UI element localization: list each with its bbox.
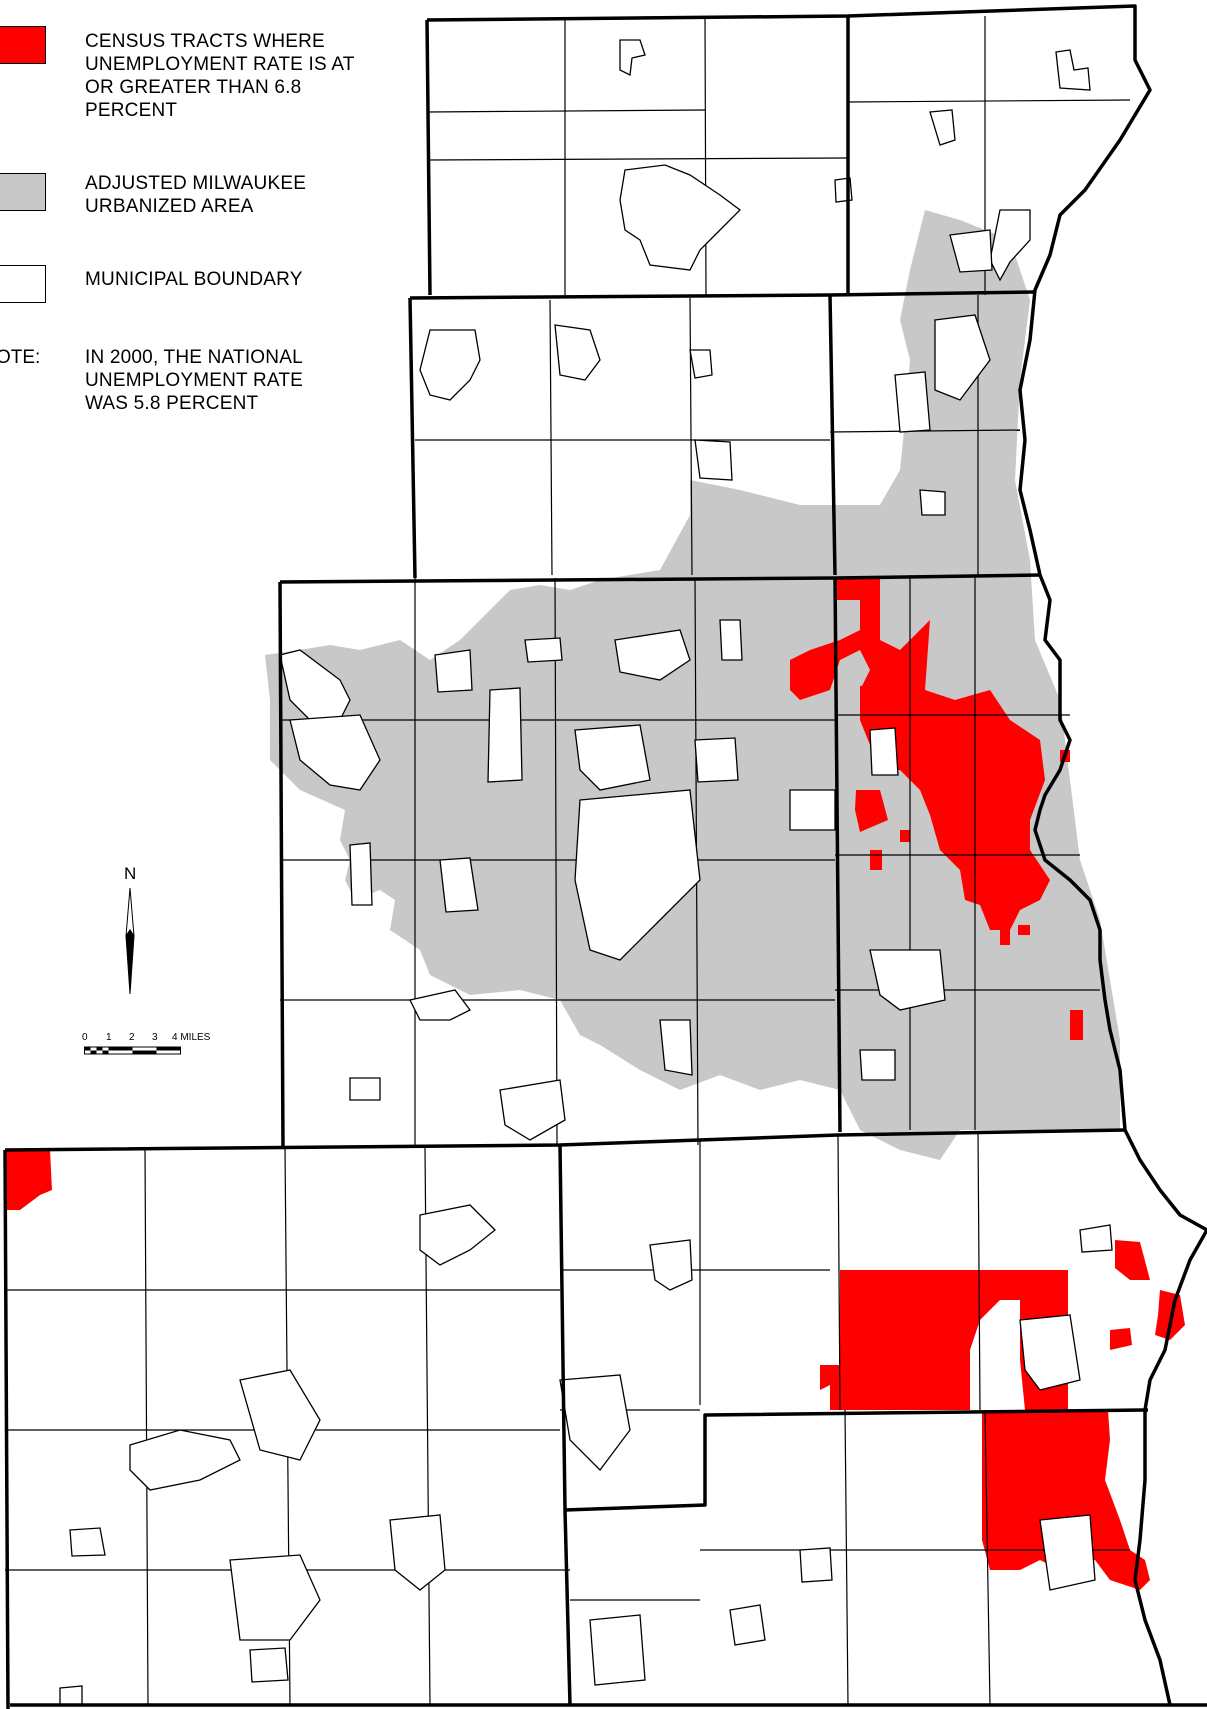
legend-swatch-red	[0, 26, 46, 64]
scale-tick-0: 0	[82, 1032, 88, 1043]
unemployment-tracts	[5, 578, 1185, 1590]
legend-swatch-gray	[0, 173, 46, 211]
scale-tick-1: 1	[106, 1032, 112, 1043]
scale-tick-2: 2	[129, 1032, 135, 1043]
north-arrow-icon	[125, 887, 135, 995]
municipal-boundaries	[59, 39, 1113, 1706]
urbanized-area	[265, 210, 1120, 1160]
north-label: N	[124, 864, 137, 883]
legend-label-urbanized: ADJUSTED MILWAUKEE URBANIZED AREA	[85, 173, 307, 217]
county-boundaries	[3, 4, 1207, 1709]
scale-bar-graphic	[84, 1046, 181, 1055]
scale-tick-4: 4 MILES	[172, 1032, 211, 1043]
note-text: IN 2000, THE NATIONAL UNEMPLOYMENT RATE …	[85, 347, 304, 414]
legend-label-municipal: MUNICIPAL BOUNDARY	[85, 269, 303, 290]
note-label: OTE:	[0, 347, 41, 368]
scale-tick-3: 3	[152, 1032, 158, 1043]
legend-swatch-white	[0, 265, 46, 303]
legend-label-unemployment: CENSUS TRACTS WHERE UNEMPLOYMENT RATE IS…	[85, 31, 355, 121]
